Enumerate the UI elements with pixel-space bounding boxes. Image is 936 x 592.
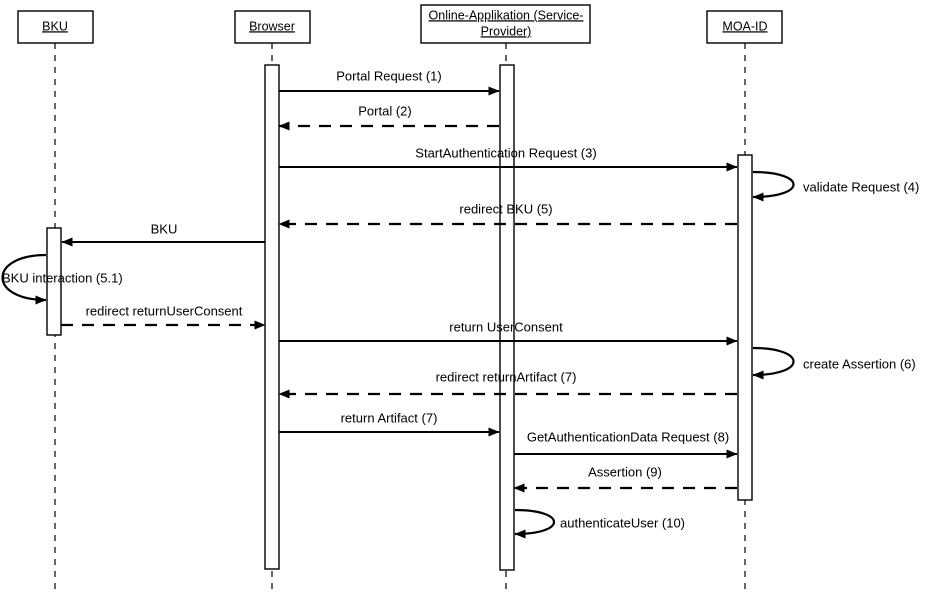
participant-label-oa: Provider) (481, 24, 532, 38)
participant-box-bku[interactable] (17, 10, 94, 44)
labels-layer: Portal Request (1) Portal (2) StartAuthent… (2, 68, 919, 530)
message-label-m9: return UserConsent (449, 319, 563, 334)
message-label-m15: authenticateUser (10) (560, 515, 685, 530)
message-label-m12: return Artifact (7) (341, 410, 438, 425)
message-label-m13: GetAuthenticationData Request (8) (527, 429, 729, 444)
message-label-m5: redirect BKU (5) (459, 201, 552, 216)
participant-label-oa: Online-Applikation (Service- (429, 8, 584, 22)
self-message-m10 (752, 346, 795, 380)
activation-bar-browser (264, 64, 280, 570)
message-label-m14: Assertion (9) (588, 464, 662, 479)
message-label-m8: redirect returnUserConsent (86, 303, 243, 318)
messages-layer (1, 86, 795, 539)
message-label-m7: BKU interaction (5.1) (2, 270, 123, 285)
message-label-m3: StartAuthentication Request (3) (415, 145, 596, 160)
activations-layer (46, 64, 753, 571)
activation-bar-oa (499, 64, 515, 571)
activation-bar-moaid (737, 154, 753, 501)
participant-box-browser[interactable] (234, 10, 311, 44)
participant-box-oa[interactable] (420, 4, 591, 44)
activation-bar-bku (46, 227, 62, 336)
message-label-m4: validate Request (4) (803, 179, 919, 194)
self-message-m4 (752, 170, 795, 202)
message-label-m6: BKU (151, 221, 178, 236)
participant-label-browser: Browser (249, 19, 295, 33)
message-label-m2: Portal (2) (358, 103, 411, 118)
message-label-m1: Portal Request (1) (336, 68, 442, 83)
self-message-m7 (1, 253, 47, 305)
self-message-m15 (514, 508, 556, 539)
participant-box-moaid[interactable] (706, 10, 783, 44)
lifelines-layer: BKU Browser Online-Applikation (Service- Pr… (17, 4, 783, 592)
message-label-m10: create Assertion (6) (803, 356, 916, 371)
lifeline-bku: BKU (17, 10, 94, 592)
participant-label-bku: BKU (42, 19, 68, 33)
message-label-m11: redirect returnArtifact (7) (436, 369, 577, 384)
participant-label-moaid: MOA-ID (722, 19, 767, 33)
